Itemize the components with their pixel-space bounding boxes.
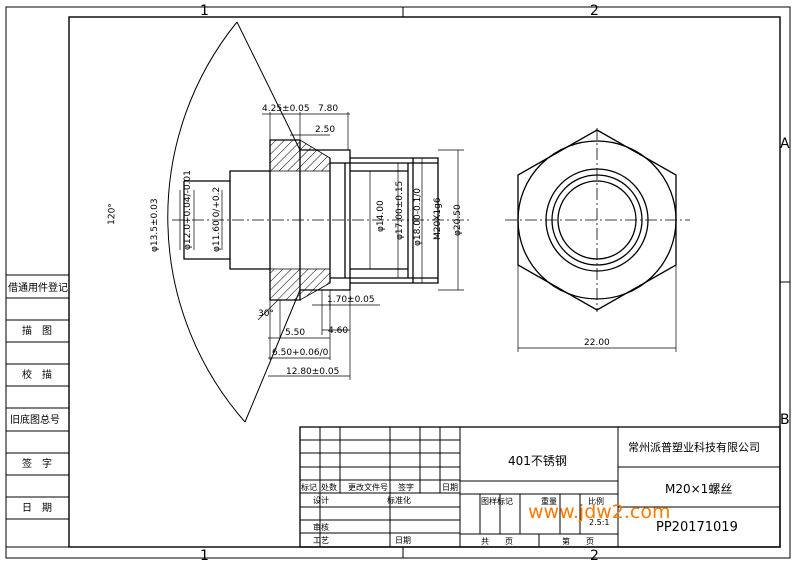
- company-name: 常州派普塑业科技有限公司: [628, 440, 760, 454]
- zone-letter-a: A: [780, 136, 790, 152]
- title-block: [299, 426, 781, 548]
- dim-7-80: 7.80: [318, 104, 338, 114]
- dim-phi-17: φ17.00±0.15: [395, 181, 405, 240]
- material-label: 401不锈钢: [508, 454, 567, 468]
- watermark-text: www.jdw2.com: [528, 501, 671, 523]
- dim-thread-m20: M20X1g6: [433, 197, 443, 240]
- dim-5-50: 5.50: [285, 328, 305, 338]
- zone-number-2-top: 2: [590, 3, 599, 19]
- side-row-check-trace: 校 描: [22, 368, 52, 381]
- center-lines-right: [505, 128, 690, 312]
- role-design: 设计: [313, 495, 329, 505]
- role-review: 审核: [313, 522, 329, 532]
- rev-header-date: 日期: [442, 483, 458, 492]
- zone-number-1-top: 1: [200, 3, 209, 19]
- construction-arc: [167, 21, 301, 423]
- sheet-number: 第 页: [562, 536, 594, 546]
- side-row-old-drawing-no: 旧底图总号: [10, 413, 60, 426]
- role-process: 工艺: [313, 536, 329, 545]
- dim-1-70: 1.70±0.05: [327, 295, 375, 305]
- zone-number-2-bottom: 2: [590, 548, 599, 564]
- dim-4-60: 4.60: [328, 326, 348, 336]
- scale-label: 比例: [588, 496, 604, 506]
- hex-nut-view: [517, 129, 677, 311]
- scale-value: 2.5:1: [589, 518, 610, 527]
- angle-30-label: 30°: [258, 309, 274, 319]
- rev-header-change-doc: 更改文件号: [348, 482, 388, 492]
- dim-width-22: 22.00: [584, 338, 610, 348]
- dim-phi-14: φ14.00: [376, 200, 386, 232]
- width-dimension: [517, 265, 677, 352]
- drawing-number: PP20171019: [656, 520, 738, 535]
- dim-phi-13-5: φ13.5±0.03: [150, 198, 160, 252]
- rev-header-count: 处数: [321, 482, 337, 492]
- dim-4-25: 4.25±0.05: [262, 104, 310, 114]
- dim-6-50: 6.50+0.06/0: [272, 348, 329, 358]
- part-name: M20×1螺丝: [665, 482, 732, 496]
- side-row-trace: 描 图: [22, 324, 52, 337]
- side-row-signature: 签 字: [22, 457, 52, 470]
- rev-header-mark: 标记: [301, 482, 317, 492]
- stage-label: 图样标记: [481, 496, 513, 506]
- approve-date-label: 日期: [395, 536, 411, 545]
- dim-phi-11-6: φ11.60 0/+0.2: [212, 187, 222, 252]
- dimension-lines: [179, 112, 464, 380]
- standardize-label: 标准化: [387, 495, 411, 505]
- dim-phi-18: φ18.00-0.1/0: [413, 188, 423, 246]
- zone-letter-b: B: [780, 412, 790, 428]
- dim-phi-20-5: φ20.50: [453, 204, 463, 236]
- side-row-register: 借通用件登记: [8, 281, 68, 294]
- zone-number-1-bottom: 1: [200, 548, 209, 564]
- weight-label: 重量: [541, 496, 557, 506]
- sheets-total: 共 页: [481, 537, 513, 546]
- dim-2-50: 2.50: [315, 125, 335, 135]
- rev-header-signature: 签字: [398, 482, 414, 492]
- zone-marks: [402, 7, 790, 558]
- side-row-date: 日 期: [22, 502, 52, 514]
- side-column: [5, 274, 70, 548]
- dim-12-80: 12.80±0.05: [286, 367, 339, 377]
- dim-phi-12: φ12.0+0.04/-0.01: [183, 170, 193, 250]
- section-hatching: [269, 139, 331, 301]
- angle-120-label: 120°: [107, 203, 118, 225]
